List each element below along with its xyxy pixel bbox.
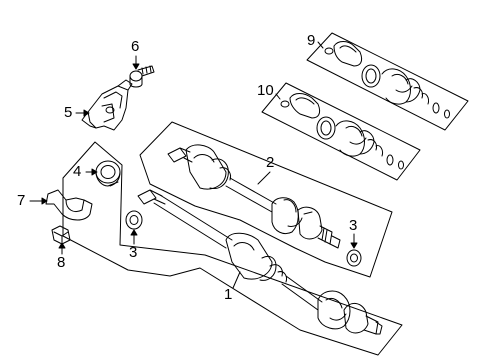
callout-3-left: 3 xyxy=(129,244,138,261)
halfshaft-2 xyxy=(167,144,341,249)
callout-9: 9 xyxy=(307,32,316,49)
leader-2 xyxy=(257,171,271,185)
leader-lines xyxy=(29,41,358,289)
panel-outlines xyxy=(62,32,469,356)
halfshaft-1 xyxy=(137,189,383,335)
callout-7: 7 xyxy=(17,192,26,209)
clip-7 xyxy=(45,189,93,221)
leader-1 xyxy=(232,271,241,289)
leader-10 xyxy=(275,93,281,100)
bolt-6 xyxy=(129,65,155,88)
panel-halfshaft-2 xyxy=(139,121,393,278)
panel-boot-kit-9 xyxy=(306,32,469,131)
callout-2: 2 xyxy=(266,154,275,171)
callout-5: 5 xyxy=(64,104,73,121)
washer-3-right xyxy=(346,249,362,267)
callout-3-right: 3 xyxy=(349,217,358,234)
panel-halfshaft-1 xyxy=(62,141,403,356)
bracket-5 xyxy=(81,79,133,131)
callout-4: 4 xyxy=(73,163,82,180)
boot-kit-9 xyxy=(324,41,450,119)
callout-1: 1 xyxy=(224,286,233,303)
callout-6: 6 xyxy=(131,38,140,55)
callout-10: 10 xyxy=(257,82,274,99)
bearing-4 xyxy=(95,160,121,187)
callout-8: 8 xyxy=(57,254,66,271)
panel-boot-kit-10 xyxy=(261,82,421,181)
washer-3-left xyxy=(125,210,143,230)
leader-9 xyxy=(317,41,324,49)
boot-kit-10 xyxy=(280,93,404,170)
grommet-8 xyxy=(51,225,71,245)
